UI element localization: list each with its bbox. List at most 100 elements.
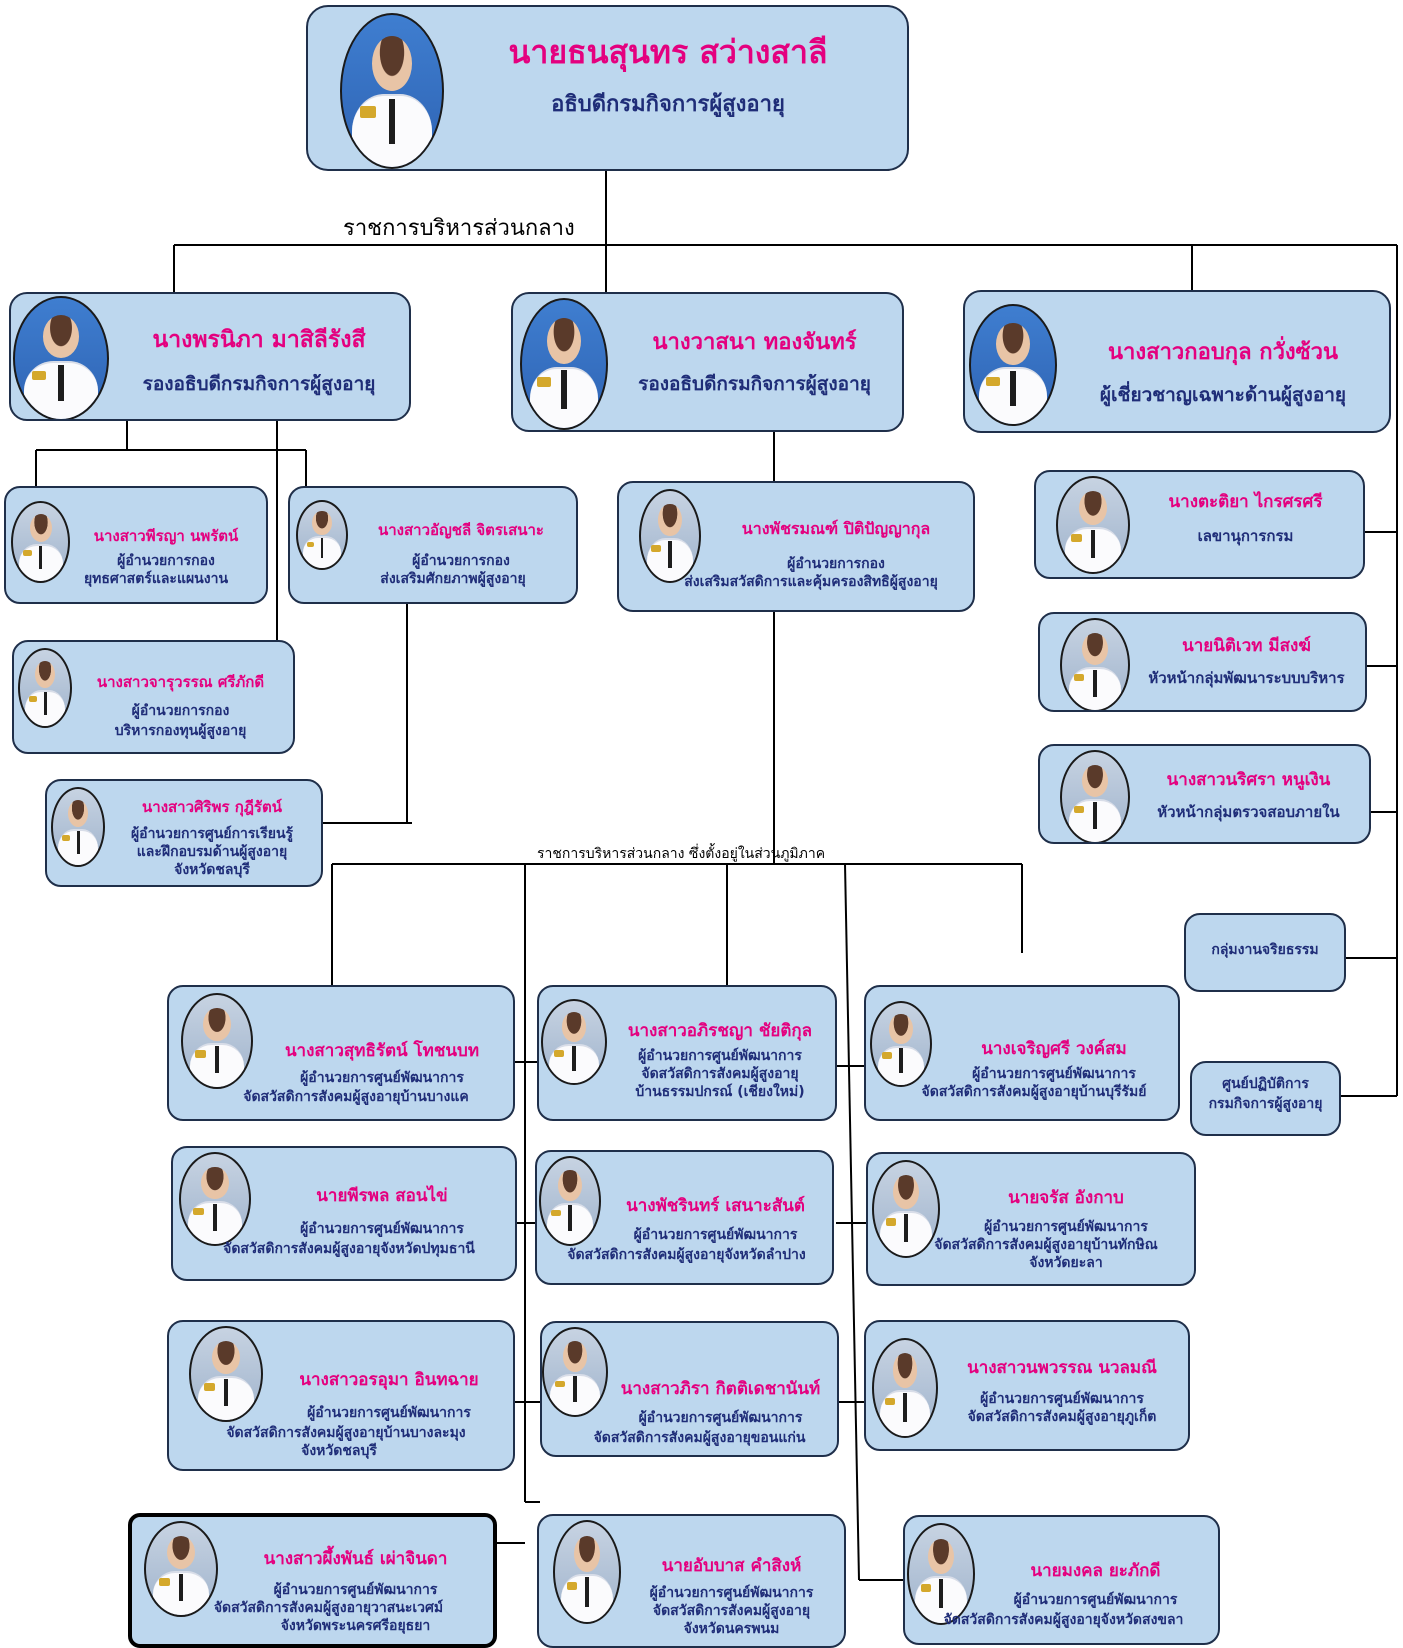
division-box: นางสาวอัญชลี จิตรเสนาะ ผู้อำนวยการกอง ส่… <box>288 486 578 604</box>
operations-center-name-line: ศูนย์ปฏิบัติการ <box>1222 1076 1309 1092</box>
center-position-line: ผู้อำนวยการศูนย์พัฒนาการ <box>980 1391 1144 1407</box>
director-general-name: นายธนสุนทร สว่างสาลี <box>508 33 828 71</box>
ethics-unit-box: กลุ่มงานจริยธรรม <box>1184 913 1346 992</box>
deputy-position: รองอธิบดีกรมกิจการผู้สูงอายุ <box>638 373 871 395</box>
center-name: นางสาวสุทธิรัตน์ โทชนบท <box>284 1041 480 1061</box>
division-name: นางพัชรมณฑ์ ปิติปัญญากุล <box>741 519 931 538</box>
staff-position: หัวหน้ากลุ่มตรวจสอบภายใน <box>1157 803 1340 821</box>
division-position-line: จังหวัดชลบุรี <box>174 862 250 878</box>
division-box: นางสาวจารุวรรณ ศรีภักดี ผู้อำนวยการกอง บ… <box>12 640 295 754</box>
division-name: นางสาวอัญชลี จิตรเสนาะ <box>378 521 544 539</box>
center-position-line: จัดสวัสดิการสังคมผู้สูงอายุบ้านบางแค <box>243 1089 469 1105</box>
center-position-line: ผู้อำนวยการศูนย์พัฒนาการ <box>273 1582 438 1598</box>
center-position-line: จังหวัดพระนครศรีอยุธยา <box>280 1618 431 1634</box>
division-box: นางสาวศิริพร กุฎีรัตน์ ผู้อำนวยการศูนย์ก… <box>45 779 323 887</box>
expert-name: นางสาวกอบกุล กวั่งซ้วน <box>1108 340 1338 365</box>
center-position-line: ผู้อำนวยการศูนย์พัฒนาการ <box>649 1585 814 1601</box>
center-photo <box>870 1001 932 1087</box>
division-position-line: ผู้อำนวยการกอง <box>787 556 885 572</box>
staff-position: หัวหน้ากลุ่มพัฒนาระบบบริหาร <box>1148 669 1345 687</box>
center-box: นายอับบาส คำสิงห์ ผู้อำนวยการศูนย์พัฒนาก… <box>537 1514 846 1648</box>
center-photo <box>539 1156 601 1246</box>
center-name: นางสาวนพวรรณ นวลมณี <box>967 1358 1157 1378</box>
ethics-unit-name: กลุ่มงานจริยธรรม <box>1211 942 1319 958</box>
center-position-line: จัดสวัสดิการสังคมผู้สูงอายุ <box>652 1603 811 1619</box>
center-name: นายอับบาส คำสิงห์ <box>661 1556 802 1576</box>
center-position-line: ผู้อำนวยการศูนย์พัฒนาการ <box>307 1405 471 1421</box>
expert-position: ผู้เชี่ยวชาญเฉพาะด้านผู้สูงอายุ <box>1099 384 1347 406</box>
center-name: นางสาวภิรา กิตติเดชานันท์ <box>620 1379 821 1399</box>
center-photo <box>872 1338 938 1438</box>
center-box: นางสาวอรอุมา อินทฉาย ผู้อำนวยการศูนย์พัฒ… <box>167 1320 515 1471</box>
division-photo <box>11 501 70 583</box>
center-photo <box>181 993 253 1089</box>
division-name: นางสาวศิริพร กุฎีรัตน์ <box>142 798 282 816</box>
center-photo <box>542 1327 608 1417</box>
division-position-line: บริหารกองทุนผู้สูงอายุ <box>114 723 247 739</box>
center-position-line: จัดสวัสดิการสังคมผู้สูงอายุ <box>641 1066 799 1082</box>
center-name: นางพัชรินทร์ เสนาะสันต์ <box>626 1196 805 1216</box>
expert-photo <box>969 304 1057 426</box>
center-box: นางสาวสุทธิรัตน์ โทชนบท ผู้อำนวยการศูนย์… <box>167 985 515 1121</box>
center-position-line: ผู้อำนวยการศูนย์พัฒนาการ <box>972 1066 1136 1082</box>
center-name: นางสาวอรอุมา อินทฉาย <box>299 1370 479 1390</box>
division-name: นางสาวจารุวรรณ ศรีภักดี <box>96 673 265 691</box>
staff-box: นางตะติยา ไกรศรศรี เลขานุการกรม <box>1034 470 1365 579</box>
division-photo <box>51 787 105 867</box>
center-photo <box>872 1160 940 1258</box>
division-position-line: ผู้อำนวยการกอง <box>131 703 230 719</box>
staff-position: เลขานุการกรม <box>1197 527 1294 545</box>
center-photo <box>179 1152 251 1246</box>
center-box: นายพีรพล สอนไข่ ผู้อำนวยการศูนย์พัฒนาการ… <box>171 1146 517 1281</box>
center-box: นายจรัส อังกาบ ผู้อำนวยการศูนย์พัฒนาการ … <box>866 1152 1196 1286</box>
center-position-line: จัดสวัสดิการสังคมผู้สูงอายุจังหวัดปทุมธา… <box>223 1241 475 1257</box>
division-photo <box>18 648 72 728</box>
division-box: นางสาวพีรญา นพรัตน์ ผู้อำนวยการกอง ยุทธศ… <box>4 486 268 604</box>
center-position-line: จัดสวัสดิการสังคมผู้สูงอายุจังหวัดลำปาง <box>567 1247 806 1263</box>
center-position-line: จังหวัดนครพนม <box>683 1621 780 1637</box>
center-position-line: ผู้อำนวยการศูนย์พัฒนาการ <box>300 1221 464 1237</box>
division-position-line: ยุทธศาสตร์และแผนงาน <box>83 571 229 587</box>
center-name: นางสาวผึ้งพันธ์ เผ่าจินดา <box>263 1549 448 1569</box>
deputy-position: รองอธิบดีกรมกิจการผู้สูงอายุ <box>142 373 376 395</box>
staff-photo <box>1056 476 1130 574</box>
center-photo <box>541 999 607 1085</box>
division-position-line: ส่งเสริมศักยภาพผู้สูงอายุ <box>380 571 526 587</box>
center-name: นางเจริญศรี วงค์สม <box>981 1039 1127 1059</box>
division-position-line: และฝึกอบรมด้านผู้สูงอายุ <box>136 844 288 860</box>
center-photo <box>553 1520 621 1624</box>
center-position-line: ผู้อำนวยการศูนย์พัฒนาการ <box>300 1070 464 1086</box>
director-general-photo <box>340 13 444 169</box>
center-position-line: จัดสวัสดิการสังคมผู้สูงอายุจังหวัดสงขลา <box>943 1612 1184 1628</box>
director-general-position: อธิบดีกรมกิจการผู้สูงอายุ <box>551 92 785 117</box>
staff-box: นายนิติเวท มีสงฆ์ หัวหน้ากลุ่มพัฒนาระบบบ… <box>1038 612 1367 712</box>
center-name: นายมงคล ยะภักดี <box>1030 1561 1161 1581</box>
division-position-line: ผู้อำนวยการกอง <box>117 553 215 569</box>
operations-center-box: ศูนย์ปฏิบัติการ กรมกิจการผู้สูงอายุ <box>1190 1061 1341 1136</box>
center-name: นางสาวอภิรชญา ชัยติกุล <box>627 1021 813 1041</box>
deputy-photo <box>13 296 109 419</box>
deputy-box: นางวาสนา ทองจันทร์ รองอธิบดีกรมกิจการผู้… <box>511 292 904 432</box>
center-box: นางสาวผึ้งพันธ์ เผ่าจินดา ผู้อำนวยการศูน… <box>128 1513 497 1648</box>
center-box: นางสาวนพวรรณ นวลมณี ผู้อำนวยการศูนย์พัฒน… <box>864 1320 1190 1451</box>
deputy-name: นางพรนิภา มาสิลีรังสี <box>152 327 366 353</box>
center-name: นายพีรพล สอนไข่ <box>316 1186 448 1206</box>
center-name: นายจรัส อังกาบ <box>1008 1188 1124 1208</box>
division-box: นางพัชรมณฑ์ ปิติปัญญากุล ผู้อำนวยการกอง … <box>617 481 975 612</box>
deputy-photo <box>520 298 608 430</box>
center-position-line: จัดสวัสดิการสังคมผู้สูงอายุภูเก็ต <box>967 1409 1157 1425</box>
center-box: นายมงคล ยะภักดี ผู้อำนวยการศูนย์พัฒนาการ… <box>903 1515 1220 1645</box>
deputy-name: นางวาสนา ทองจันทร์ <box>652 330 857 355</box>
center-photo <box>907 1523 975 1625</box>
center-position-line: จัดสวัสดิการสังคมผู้สูงอายุวาสนะเวศม์ <box>213 1600 444 1616</box>
label-central-administration: ราชการบริหารส่วนกลาง <box>343 216 575 241</box>
division-position-line: ส่งเสริมสวัสดิการและคุ้มครองสิทธิผู้สูงอ… <box>684 574 938 590</box>
center-box: นางสาวอภิรชญา ชัยติกุล ผู้อำนวยการศูนย์พ… <box>537 985 837 1121</box>
center-box: นางพัชรินทร์ เสนาะสันต์ ผู้อำนวยการศูนย์… <box>535 1150 834 1285</box>
center-position-line: จังหวัดยะลา <box>1029 1255 1103 1271</box>
staff-name: นายนิติเวท มีสงฆ์ <box>1182 636 1311 656</box>
center-position-line: จัดสวัสดิการสังคมผู้สูงอายุบ้านทักษิณ <box>934 1237 1158 1253</box>
division-photo <box>296 500 348 570</box>
center-box: นางสาวภิรา กิตติเดชานันท์ ผู้อำนวยการศูน… <box>540 1321 839 1457</box>
